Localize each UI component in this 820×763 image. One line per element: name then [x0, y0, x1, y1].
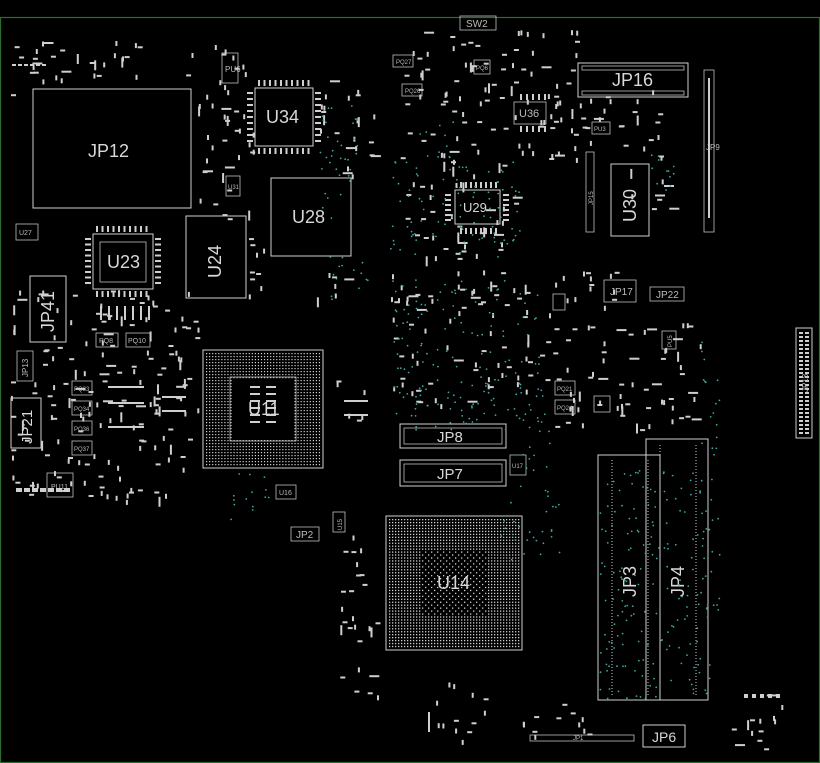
pu11-outline: [46, 472, 74, 498]
u34-label: U34: [266, 107, 299, 127]
jp21-connector: JP21: [10, 397, 42, 449]
jp8-label: JP8: [437, 429, 463, 446]
jp9-connector: [703, 69, 715, 233]
jp7-connector: JP7: [399, 459, 507, 487]
jp16-label: JP16: [612, 70, 653, 90]
u30-chip: U30: [610, 163, 650, 237]
jp9-label: JP9: [706, 143, 720, 152]
u33-outline: [593, 395, 611, 413]
jp6-label: JP6: [652, 729, 676, 745]
u31-outline: [225, 175, 241, 197]
pq8-outline: [95, 332, 119, 348]
jp6-connector: JP6: [642, 724, 686, 748]
jp15-label: JP15: [589, 191, 595, 205]
jp10-outline: [552, 293, 566, 311]
jp41-connector: JP41: [29, 275, 67, 343]
pq21-label: PQ21: [557, 387, 573, 393]
jp17-outline: [603, 279, 637, 303]
pq36-outline: [71, 420, 93, 436]
pq33-label: PQ33: [74, 387, 90, 393]
board-edge: [0, 16, 820, 763]
jp12-label: JP12: [88, 141, 129, 161]
jp7-label: JP7: [437, 466, 463, 483]
u17-outline: [509, 454, 527, 476]
u11-label: U11: [248, 399, 280, 419]
jp22-outline: [649, 286, 685, 302]
pq37-outline: [71, 440, 93, 456]
jp16-connector: JP16: [577, 62, 689, 98]
u36-label: U36: [519, 108, 539, 120]
jp1-connector: [529, 734, 635, 742]
u14-bga: U14: [385, 515, 523, 651]
u27-outline: [15, 223, 39, 241]
pq33-outline: [71, 380, 93, 396]
pq6-label: PQ6: [476, 66, 489, 72]
jp15-outline: [585, 151, 595, 233]
pq10-label: PQ10: [128, 338, 146, 345]
pq37-label: PQ37: [74, 447, 90, 453]
jp3-connector: JP3: [597, 454, 661, 701]
u28-label: U28: [292, 207, 325, 227]
jp17-label: JP17: [610, 287, 633, 298]
jp41-label: JP41: [38, 291, 58, 332]
jp4-connector: JP4: [645, 438, 709, 701]
u11-bga: U11: [202, 349, 324, 469]
pq27-outline: [392, 54, 414, 68]
jp21-label: JP21: [19, 410, 36, 444]
jp13-outline: [16, 350, 34, 382]
u14-label: U14: [437, 573, 470, 593]
jp3-label: JP3: [620, 566, 640, 597]
u30-label: U30: [620, 189, 640, 222]
smd-pads: [10, 30, 784, 751]
u16-label: U16: [279, 490, 292, 497]
pq24-label: PQ24: [557, 406, 573, 412]
pq27-label: PQ27: [396, 60, 412, 66]
u23-label: U23: [107, 252, 140, 272]
jp18-connector: JP18: [795, 327, 813, 439]
u36-outline: [513, 101, 547, 125]
pq21-outline: [554, 380, 576, 396]
pu11-label: PU11: [51, 484, 68, 491]
pq26-label: PQ26: [405, 89, 421, 95]
u34-chip: U34: [254, 87, 314, 147]
jp12-module: JP12: [32, 88, 192, 209]
pq36-label: PQ36: [74, 427, 90, 433]
u29-label: U29: [463, 200, 487, 215]
jp18-label: JP18: [801, 373, 810, 392]
u15-label: U15: [338, 518, 344, 530]
pq34-label: PQ34: [74, 407, 90, 413]
jp22-label: JP22: [656, 290, 679, 301]
u17-label: U17: [512, 464, 524, 470]
u29-chip: U29: [454, 189, 501, 225]
jp4-label: JP4: [668, 566, 688, 597]
jp8-connector: JP8: [399, 423, 507, 449]
vias: [230, 105, 721, 700]
u27-label: U27: [19, 230, 32, 237]
jp1-label: JP1: [573, 736, 584, 742]
u31-label: U31: [228, 185, 240, 191]
jp2-label: JP2: [296, 530, 314, 541]
pq24-outline: [554, 399, 576, 415]
u24-label: U24: [205, 245, 225, 278]
u15-outline: [332, 511, 346, 533]
u23-chip: U23: [92, 233, 154, 290]
pu5-label: PU5: [668, 335, 674, 347]
u16-outline: [275, 484, 297, 500]
jp13-label: JP13: [21, 358, 30, 377]
sw2-label: SW2: [466, 19, 488, 30]
pu6-label: PU6: [225, 65, 241, 74]
pu3-label: PU3: [594, 127, 606, 133]
pu3-outline: [591, 121, 611, 135]
u24-chip: U24: [185, 215, 247, 299]
u28-chip: U28: [270, 177, 352, 257]
pq8-label: PQ8: [99, 338, 113, 345]
sw2-outline: [459, 15, 497, 31]
jp2-outline: [290, 526, 320, 542]
